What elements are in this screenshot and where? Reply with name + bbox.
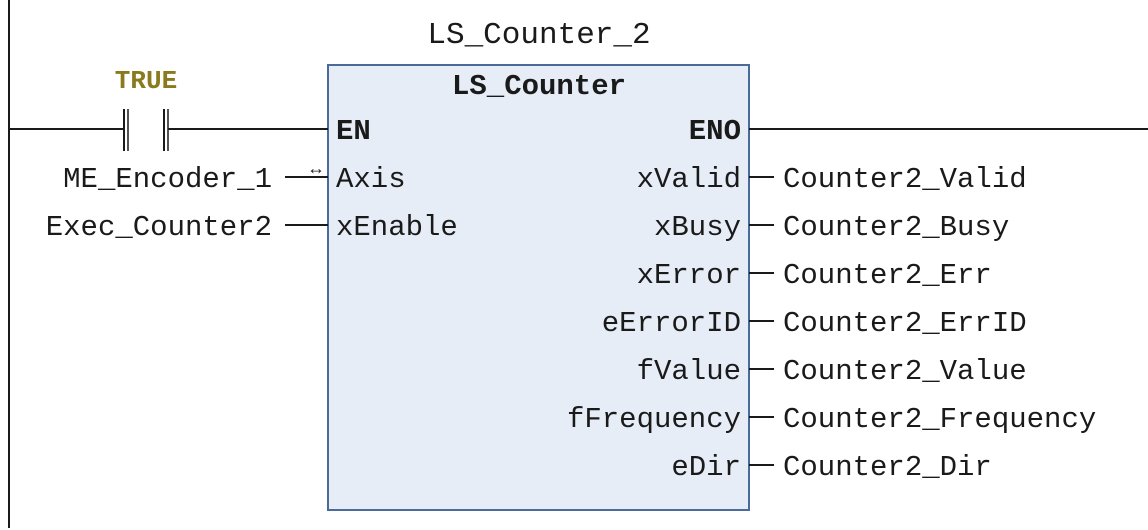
output-pin-e-dir: eDir <box>671 451 741 484</box>
output-variable-counter2-busy[interactable]: Counter2_Busy <box>783 211 1009 244</box>
block-type-title: LS_Counter <box>452 70 626 103</box>
contact-value: TRUE <box>115 66 177 96</box>
input-pins: EN Axis ME_Encoder_1 ↔ xEnable Exec_Counter2 <box>46 115 458 244</box>
instance-name[interactable]: LS_Counter_2 <box>427 18 650 53</box>
input-variable-exec-counter2[interactable]: Exec_Counter2 <box>46 211 272 244</box>
input-pin-x-enable: xEnable <box>336 211 458 244</box>
input-pin-axis: Axis <box>336 163 406 196</box>
inout-arrow-icon: ↔ <box>311 160 322 180</box>
output-pin-x-valid: xValid <box>637 163 741 196</box>
input-pin-en: EN <box>336 115 371 148</box>
output-variable-counter2-err[interactable]: Counter2_Err <box>783 259 992 292</box>
output-pin-f-frequency: fFrequency <box>567 403 741 436</box>
output-variable-counter2-valid[interactable]: Counter2_Valid <box>783 163 1027 196</box>
output-pin-x-error: xError <box>637 259 741 292</box>
function-block[interactable] <box>327 64 750 511</box>
output-variable-counter2-dir[interactable]: Counter2_Dir <box>783 451 992 484</box>
output-variable-counter2-value[interactable]: Counter2_Value <box>783 355 1027 388</box>
contact-true[interactable]: TRUE <box>115 66 177 151</box>
output-pins: ENO xValid Counter2_Valid xBusy Counter2_Bus… <box>567 115 1096 484</box>
output-pin-eno: ENO <box>689 115 741 148</box>
output-variable-counter2-frequency[interactable]: Counter2_Frequency <box>783 403 1096 436</box>
output-pin-x-busy: xBusy <box>654 211 741 244</box>
input-variable-me-encoder-1[interactable]: ME_Encoder_1 <box>63 163 272 196</box>
output-pin-f-value: fValue <box>637 355 741 388</box>
output-variable-counter2-err-id[interactable]: Counter2_ErrID <box>783 307 1027 340</box>
output-pin-e-error-id: eErrorID <box>602 307 741 340</box>
